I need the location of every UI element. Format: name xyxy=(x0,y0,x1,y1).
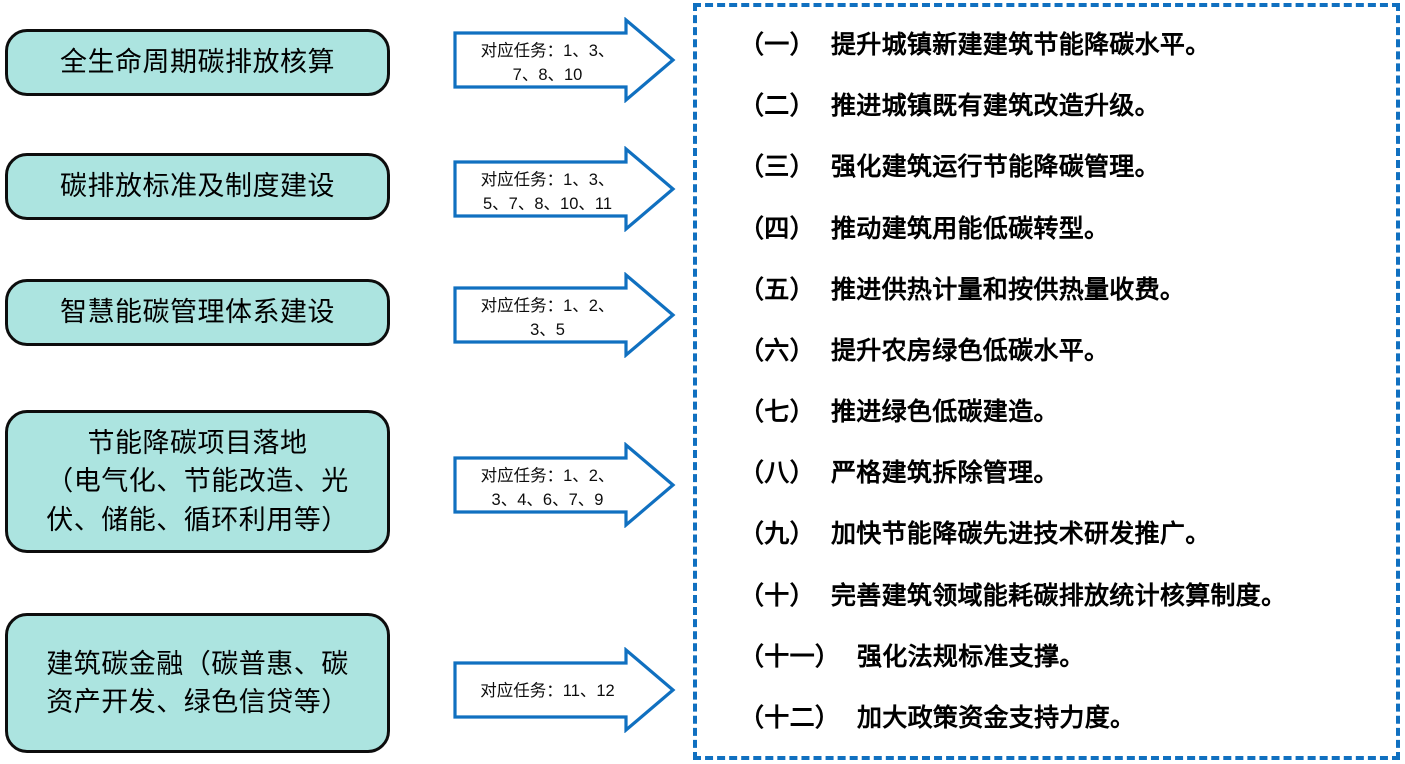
mapping-arrow-label: 对应任务：1、3、 5、7、8、10、11 xyxy=(480,171,615,213)
task-item[interactable]: （二） 推进城镇既有建筑改造升级。 xyxy=(739,86,1388,122)
task-text: 推进供热计量和按供热量收费。 xyxy=(831,275,1186,304)
capability-box-label: 智慧能碳管理体系建设 xyxy=(60,297,335,328)
capability-box-label: 全生命周期碳排放核算 xyxy=(60,47,335,78)
right-arrow-icon xyxy=(453,442,676,528)
capability-box-lifecycle-carbon-accounting[interactable]: 全生命周期碳排放核算 xyxy=(5,29,390,96)
task-item[interactable]: （十一） 强化法规标准支撑。 xyxy=(739,637,1388,673)
task-text: 推动建筑用能低碳转型。 xyxy=(831,214,1110,243)
task-item[interactable]: （八） 严格建筑拆除管理。 xyxy=(739,453,1388,489)
task-list: （一） 提升城镇新建建筑节能降碳水平。 （二） 推进城镇既有建筑改造升级。 （三… xyxy=(739,25,1388,746)
mapping-arrow-1[interactable]: 对应任务：1、3、 7、8、10 xyxy=(452,17,676,103)
capability-box-energy-saving-projects[interactable]: 节能降碳项目落地 （电气化、节能改造、光 伏、储能、循环利用等） xyxy=(5,410,390,553)
right-arrow-icon xyxy=(453,17,676,103)
mapping-arrow-2[interactable]: 对应任务：1、3、 5、7、8、10、11 xyxy=(452,146,676,232)
capability-box-label: 建筑碳金融（碳普惠、碳 资产开发、绿色信贷等） xyxy=(46,648,349,717)
task-text: 强化法规标准支撑。 xyxy=(857,642,1085,671)
task-index: （七） xyxy=(739,398,815,427)
task-item[interactable]: （一） 提升城镇新建建筑节能降碳水平。 xyxy=(739,25,1388,61)
capability-box-smart-carbon-management[interactable]: 智慧能碳管理体系建设 xyxy=(5,279,390,346)
task-item[interactable]: （十二） 加大政策资金支持力度。 xyxy=(739,698,1388,734)
task-item[interactable]: （三） 强化建筑运行节能降碳管理。 xyxy=(739,147,1388,183)
task-index: （四） xyxy=(739,214,815,243)
task-text: 加快节能降碳先进技术研发推广。 xyxy=(831,520,1211,549)
task-index: （五） xyxy=(739,275,815,304)
task-text: 强化建筑运行节能降碳管理。 xyxy=(831,153,1160,182)
capability-box-label: 节能降碳项目落地 （电气化、节能改造、光 伏、储能、循环利用等） xyxy=(46,428,349,535)
capability-box-label: 碳排放标准及制度建设 xyxy=(60,171,335,202)
mapping-arrow-5[interactable]: 对应任务：11、12 xyxy=(452,647,676,733)
task-index: （十二） xyxy=(739,703,841,732)
task-index: （十） xyxy=(739,581,815,610)
task-index: （三） xyxy=(739,153,815,182)
task-index: （十一） xyxy=(739,642,841,671)
mapping-arrow-label: 对应任务：1、2、 3、5 xyxy=(480,297,615,339)
task-item[interactable]: （五） 推进供热计量和按供热量收费。 xyxy=(739,270,1388,306)
mapping-arrow-label: 对应任务：11、12 xyxy=(480,682,615,700)
task-item[interactable]: （十） 完善建筑领域能耗碳排放统计核算制度。 xyxy=(739,576,1388,612)
task-index: （二） xyxy=(739,92,815,121)
task-text: 提升城镇新建建筑节能降碳水平。 xyxy=(831,31,1211,59)
task-item[interactable]: （九） 加快节能降碳先进技术研发推广。 xyxy=(739,514,1388,550)
mapping-arrow-4[interactable]: 对应任务：1、2、 3、4、6、7、9 xyxy=(452,442,676,528)
task-index: （九） xyxy=(739,520,815,549)
mapping-arrow-label: 对应任务：1、2、 3、4、6、7、9 xyxy=(480,467,615,509)
task-text: 推进绿色低碳建造。 xyxy=(831,398,1059,427)
task-index: （一） xyxy=(739,31,815,59)
capability-box-building-carbon-finance[interactable]: 建筑碳金融（碳普惠、碳 资产开发、绿色信贷等） xyxy=(5,613,390,753)
task-item[interactable]: （四） 推动建筑用能低碳转型。 xyxy=(739,209,1388,245)
task-index: （八） xyxy=(739,459,815,488)
mapping-arrow-3[interactable]: 对应任务：1、2、 3、5 xyxy=(452,272,676,358)
right-arrow-icon xyxy=(453,647,676,733)
task-index: （六） xyxy=(739,336,815,365)
task-text: 推进城镇既有建筑改造升级。 xyxy=(831,92,1160,121)
mapping-arrow-label: 对应任务：1、3、 7、8、10 xyxy=(480,42,615,84)
right-arrow-icon xyxy=(453,146,676,232)
right-arrow-icon xyxy=(453,272,676,358)
task-item[interactable]: （七） 推进绿色低碳建造。 xyxy=(739,392,1388,428)
task-item[interactable]: （六） 提升农房绿色低碳水平。 xyxy=(739,331,1388,367)
task-text: 加大政策资金支持力度。 xyxy=(857,703,1136,732)
task-text: 完善建筑领域能耗碳排放统计核算制度。 xyxy=(831,581,1287,610)
task-list-panel: （一） 提升城镇新建建筑节能降碳水平。 （二） 推进城镇既有建筑改造升级。 （三… xyxy=(693,3,1400,760)
task-text: 提升农房绿色低碳水平。 xyxy=(831,336,1110,365)
task-text: 严格建筑拆除管理。 xyxy=(831,459,1059,488)
capability-box-carbon-standards[interactable]: 碳排放标准及制度建设 xyxy=(5,153,390,220)
